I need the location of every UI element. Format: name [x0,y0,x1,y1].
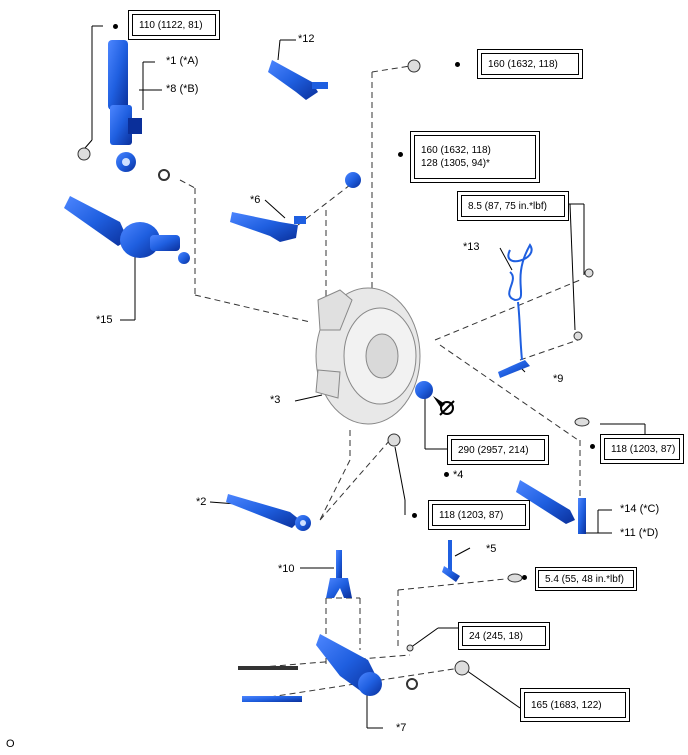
torque-value-alt: 128 (1305, 94)* [421,158,490,169]
torque-box-118a: 118 (1203, 87) [600,434,684,464]
callout-11: *11 (*D) [620,527,659,539]
torque-box-5-4: 5.4 (55, 48 in.*lbf) [535,567,637,591]
torque-value: 8.5 (87, 75 in.*lbf) [468,200,547,212]
torque-value: 118 (1203, 87) [611,443,676,455]
callout-8: *8 (*B) [166,83,199,95]
lower-arm-7-part [238,634,470,702]
callout-3: *3 [270,394,281,406]
callout-6: *6 [250,194,261,206]
torque-value: 118 (1203, 87) [439,509,504,521]
bullet-marker [522,575,527,580]
callout-15: *15 [96,314,113,326]
torque-box-118b: 118 (1203, 87) [428,500,530,530]
bullet-marker [590,444,595,449]
link-6-part [230,172,361,242]
bracket-9-part [498,360,530,378]
drive-shaft-part [64,196,190,264]
torque-value: 160 (1632, 118) [488,58,558,70]
height-link-5-part [442,540,523,583]
fork-10-part [326,550,352,598]
callout-5: *5 [486,543,497,555]
upper-arm-12-part [268,59,421,100]
toe-link-part [516,417,590,534]
callout-7: *7 [396,722,407,734]
steering-knuckle-part [315,287,433,447]
callout-1: *1 (*A) [166,55,199,67]
callout-14: *14 (*C) [620,503,660,515]
shock-absorber-part [77,40,170,181]
torque-box-24: 24 (245, 18) [458,622,550,650]
torque-box-290: 290 (2957, 214) [447,435,549,465]
torque-box-110: 110 (1122, 81) [128,10,220,40]
callout-2: *2 [196,496,207,508]
torque-value: 160 (1632, 118) [421,145,491,156]
bullet-marker [412,513,417,518]
callout-13: *13 [463,241,480,253]
arrow-mark [433,396,455,416]
figure-code: O [6,738,15,750]
callout-9: *9 [553,373,564,385]
torque-value: 165 (1683, 122) [531,699,602,711]
torque-box-8-5: 8.5 (87, 75 in.*lbf) [457,191,569,221]
torque-box-160a: 160 (1632, 118) [477,49,583,79]
torque-value: 290 (2957, 214) [458,444,529,456]
bullet-marker [113,24,118,29]
callout-12: *12 [298,33,315,45]
bullet-marker [455,62,460,67]
speed-sensor-wire-part [507,243,594,361]
torque-value: 110 (1122, 81) [139,19,203,31]
bullet-marker [398,152,403,157]
bullet-marker [444,472,449,477]
torque-box-165: 165 (1683, 122) [520,688,630,722]
callout-4-label: *4 [453,469,464,481]
lower-link-2-part [226,494,311,531]
torque-value: 24 (245, 18) [469,630,523,642]
torque-box-160b: 160 (1632, 118) 128 (1305, 94)* [410,131,540,183]
callout-4: *4 [444,469,463,482]
torque-value: 5.4 (55, 48 in.*lbf) [545,573,624,585]
callout-10: *10 [278,563,295,575]
